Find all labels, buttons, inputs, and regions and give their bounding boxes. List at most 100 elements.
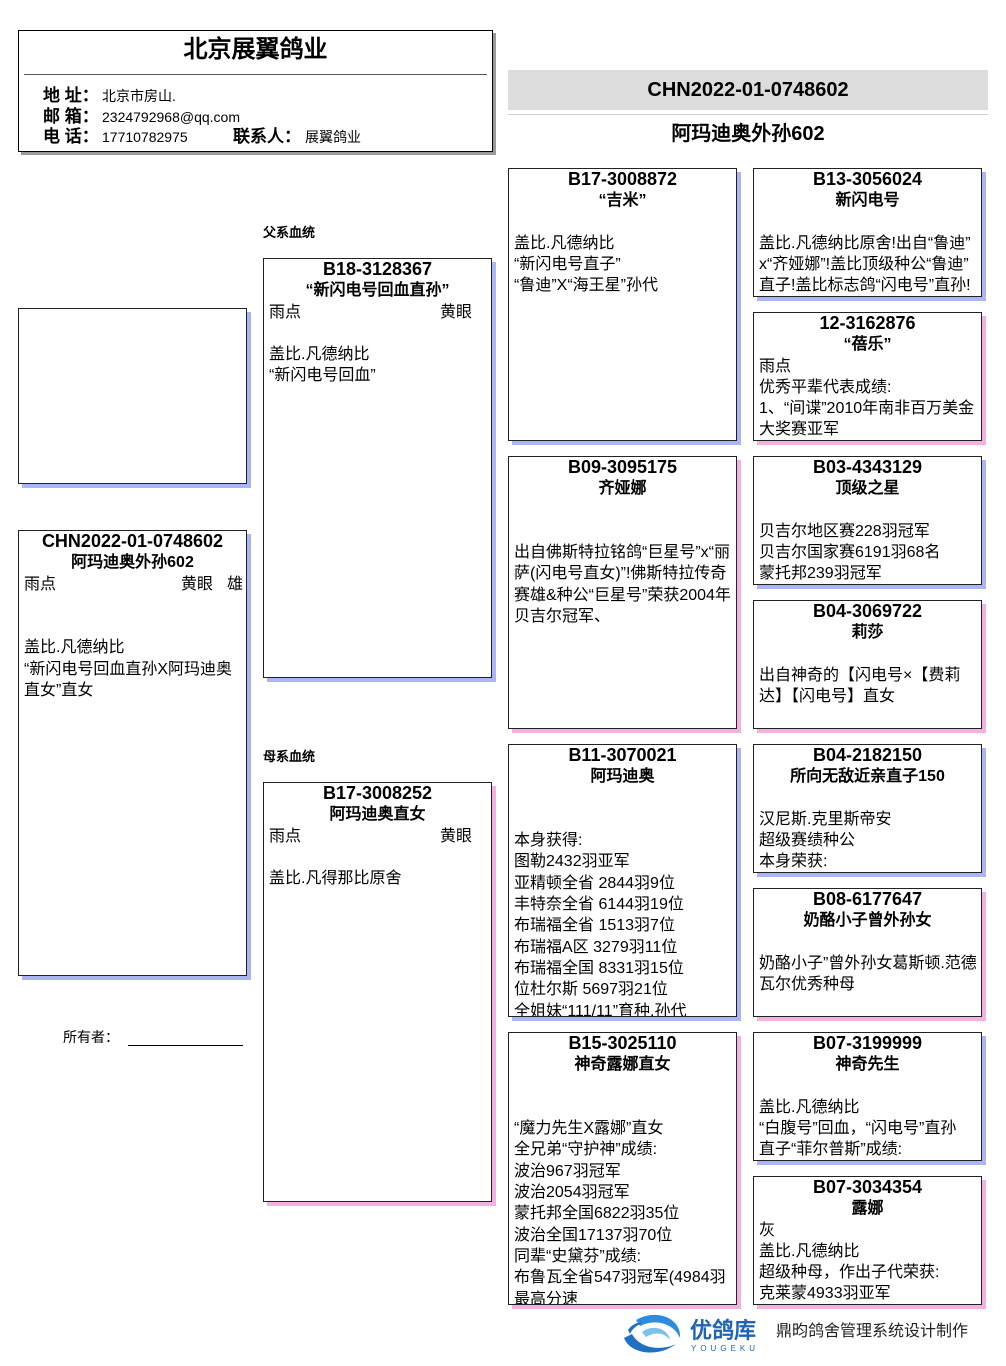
note-line: 最高分速 — [514, 1290, 579, 1305]
pigeon-name: 阿玛迪奥 — [590, 768, 655, 786]
sire-dam-dam-card: B04-3069722 莉莎 出自神奇的【闪电号×【费莉 达】【闪电号】直女 — [753, 600, 982, 729]
note-line: 超级赛绩种公 — [759, 832, 856, 850]
note-line: 汉尼斯.克里斯帝安 — [759, 810, 892, 828]
email-row: 邮 箱：2324792968@qq.com — [43, 107, 492, 128]
address-row: 地 址：北京市房山. — [43, 86, 492, 107]
pigeon-name: 新闪电号 — [835, 192, 900, 210]
phone-label: 电 话： — [43, 127, 99, 147]
ring-number: B04-3069722 — [812, 601, 923, 621]
note-line: 1、“间谍”2010年南非百万美金 — [759, 400, 975, 418]
sire-sire-sire-card: B13-3056024 新闪电号 盖比.凡德纳比原舍!出自“鲁迪” x“齐娅娜”… — [753, 168, 982, 297]
note-line: 直子!盖比标志鸽“闪电号”直孙! — [759, 277, 971, 295]
ring-number: B09-3095175 — [567, 457, 678, 477]
note-line: 波治全国17137羽70位 — [514, 1226, 673, 1244]
note-line: 波治967羽冠军 — [514, 1162, 621, 1180]
note-line: 出自佛斯特拉铭鸽“巨星号”x“丽 — [514, 544, 730, 562]
eye-sex-group: 黄眼雄 — [181, 574, 243, 595]
note-line: 萨(闪电号直女)”!佛斯特拉传奇 — [514, 565, 727, 583]
note-line: 布瑞福全省 1513羽7位 — [514, 917, 675, 935]
phone-value: 17710782975 — [102, 129, 188, 146]
subject-card: CHN2022-01-0748602 阿玛迪奥外孙602 雨点 黄眼雄 盖比.凡… — [18, 530, 247, 976]
address-label: 地 址： — [43, 86, 99, 105]
dam-dam-card: B15-3025110 神奇露娜直女 “魔力先生X露娜”直女 全兄弟“守护神”成… — [508, 1032, 737, 1305]
sire-line-label: 父系血统 — [263, 225, 316, 240]
ring-number: B03-4343129 — [812, 457, 923, 477]
ring-number: B17-3008872 — [567, 169, 678, 189]
contact-info: 地 址：北京市房山. 邮 箱：2324792968@qq.com 电 话：177… — [43, 86, 492, 148]
ring-number: B13-3056024 — [812, 169, 923, 189]
note-line: 直子“菲尔普斯”成绩: — [759, 1141, 903, 1159]
dam-sire-card: B11-3070021 阿玛迪奥 本身获得: 图勒2432羽亚军 亚精顿全省 2… — [508, 744, 737, 1017]
sire-card: B18-3128367 “新闪电号回血直孙” 雨点 黄眼 盖比.凡德纳比 “新闪… — [263, 258, 492, 678]
traits-row: 雨点 黄眼 — [264, 826, 491, 847]
note-line: 奶酪小子”曾外孙女葛斯顿.范德 — [759, 954, 977, 972]
note-line: 盖比.凡德纳比 — [514, 234, 615, 252]
owner-label: 所有者： — [63, 1029, 119, 1045]
note-line: 超级种母，作出子代荣获: — [759, 1264, 940, 1282]
note-line: “新闪电号直子” — [514, 256, 621, 274]
note-line: 蒙托邦全国6822羽35位 — [514, 1205, 680, 1223]
pigeon-name: 所向无敌近亲直子150 — [790, 768, 945, 786]
header-divider — [24, 74, 487, 75]
contact-value: 展翼鸽业 — [305, 129, 361, 146]
note-line: 达】【闪电号】直女 — [759, 688, 896, 706]
pigeon-name: 齐娅娜 — [598, 480, 647, 498]
pigeon-name: “蓓乐” — [843, 336, 892, 354]
note-line: 瓦尔优秀种母 — [759, 976, 856, 994]
ring-number: B18-3128367 — [322, 259, 433, 279]
dam-sire-dam-card: B08-6177647 奶酪小子曾外孙女 奶酪小子”曾外孙女葛斯顿.范德 瓦尔优… — [753, 888, 982, 1017]
color: 雨点 — [759, 357, 792, 375]
dam-dam-dam-card: B07-3034354 露娜 灰 盖比.凡德纳比 超级种母，作出子代荣获: 克莱… — [753, 1176, 982, 1305]
note-line: x“齐娅娜”!盖比顶级种公“鲁迪” — [759, 256, 969, 274]
sire-dam-card: B09-3095175 齐娅娜 出自佛斯特拉铭鸽“巨星号”x“丽 萨(闪电号直女… — [508, 456, 737, 729]
pigeon-name: 神奇露娜直女 — [574, 1056, 671, 1074]
note-line: 同辈“史黛芬”成绩: — [514, 1247, 642, 1265]
banner-divider — [508, 114, 988, 115]
dam-line-label: 母系血统 — [263, 749, 316, 764]
email-value: 2324792968@qq.com — [102, 108, 240, 125]
note-line: 贝吉尔地区赛228羽冠军 — [759, 522, 930, 540]
note-line: 布鲁瓦全省547羽冠军(4984羽 — [514, 1269, 726, 1287]
ring-number: B07-3199999 — [812, 1033, 923, 1053]
note-line: 本身获得: — [514, 832, 583, 850]
note-line: 全姐妹“111/11”育种.孙代 — [514, 1002, 687, 1017]
eye: 黄眼 — [180, 575, 213, 593]
eye: 黄眼 — [439, 827, 472, 845]
footer-credit: 鼎昀鸽舍管理系统设计制作 — [776, 1323, 969, 1340]
logo-wordmark: 优鸽库 — [690, 1318, 757, 1343]
ring-number: B11-3070021 — [568, 745, 677, 765]
note-line: 盖比.凡德纳比 — [759, 1242, 860, 1260]
pigeon-name: 神奇先生 — [835, 1056, 900, 1074]
sire-sire-card: B17-3008872 “吉米” 盖比.凡德纳比 “新闪电号直子” “鲁迪”X“… — [508, 168, 737, 441]
color: 雨点 — [24, 575, 57, 593]
color: 灰 — [759, 1221, 776, 1239]
ring-number: B15-3025110 — [568, 1033, 677, 1053]
dam-sire-sire-card: B04-2182150 所向无敌近亲直子150 汉尼斯.克里斯帝安 超级赛绩种公… — [753, 744, 982, 873]
loft-title: 北京展翼鸽业 — [183, 36, 328, 63]
note-line: “白腹号”回血，“闪电号”直孙 — [759, 1120, 957, 1138]
note-line: 出自神奇的【闪电号×【费莉 — [759, 666, 961, 684]
note-line: 蒙托邦239羽冠军 — [759, 565, 882, 583]
pigeon-name: 阿玛迪奥外孙602 — [71, 554, 194, 572]
note-line: 盖比.凡得那比原舍 — [269, 870, 402, 888]
traits-row: 雨点 黄眼 — [264, 302, 491, 323]
sex: 雄 — [226, 575, 243, 593]
note-line: 亚精顿全省 2844羽9位 — [514, 874, 675, 892]
note-line: 贝吉尔冠军、 — [514, 608, 611, 626]
pigeon-name: 露娜 — [851, 1200, 884, 1218]
owner-blank-line — [128, 1045, 243, 1046]
note-line: 波治2054羽冠军 — [514, 1184, 630, 1202]
pigeon-name: 阿玛迪奥直女 — [329, 806, 426, 824]
phone-row: 电 话：17710782975 联系人： 展翼鸽业 — [43, 127, 492, 148]
ring-number: B08-6177647 — [812, 889, 923, 909]
logo-subtitle: YOUGEKU — [691, 1344, 760, 1353]
note-line: “新闪电号回血直孙X阿玛迪奥 — [24, 660, 233, 678]
sire-dam-sire-card: B03-4343129 顶级之星 贝吉尔地区赛228羽冠军 贝吉尔国家赛6191… — [753, 456, 982, 585]
pigeon-name: 奶酪小子曾外孙女 — [803, 912, 932, 930]
sire-sire-dam-card: 12-3162876 “蓓乐” 雨点 优秀平辈代表成绩: 1、“间谍”2010年… — [753, 312, 982, 441]
dam-card: B17-3008252 阿玛迪奥直女 雨点 黄眼 盖比.凡得那比原舍 — [263, 782, 492, 1202]
note-line: 布瑞福A区 3279羽11位 — [514, 938, 678, 956]
note-line: 位杜尔斯 5697羽21位 — [514, 981, 668, 999]
note-line: 图勒2432羽亚军 — [514, 853, 630, 871]
note-line: 优秀平辈代表成绩: — [759, 378, 892, 396]
